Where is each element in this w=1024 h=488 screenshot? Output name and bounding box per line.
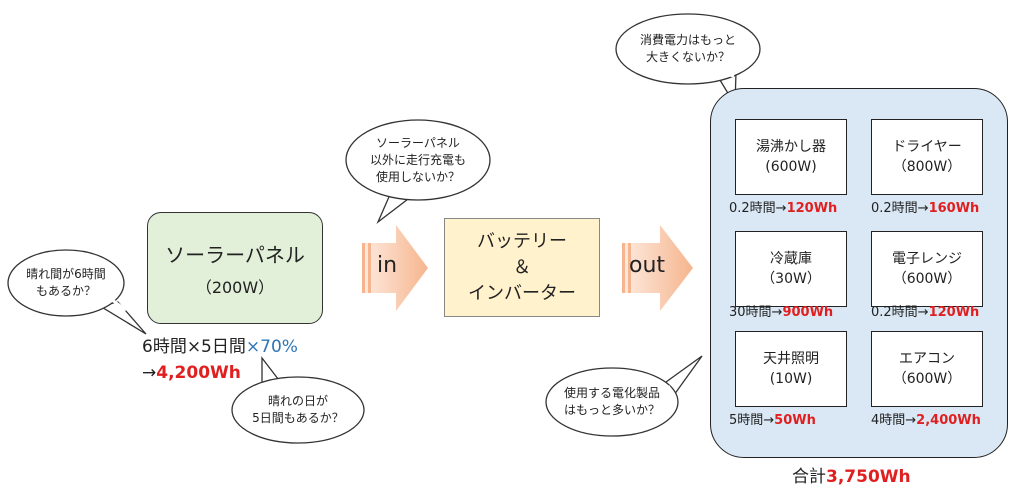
calc-hours-days: 6時間×5日間 — [142, 337, 246, 357]
bubble-charge-text: ソーラーパネル 以外に走行充電も 使用しないか？ — [369, 136, 466, 184]
in-label: in — [377, 253, 398, 278]
appliance-dryer: ドライヤー （800W） — [871, 119, 983, 195]
in-arrow — [362, 225, 428, 311]
appliance-microwave-usage: 0.2時間→120Wh — [871, 305, 980, 320]
appliance-ceiling-light-usage: 5時間→50Wh — [729, 413, 816, 428]
appliance-fridge-usage: 30時間→900Wh — [729, 305, 834, 320]
solar-panel-box: ソーラーパネル （200W） — [147, 212, 323, 324]
total-consumption: 合計3,750Wh — [792, 467, 911, 487]
bubble-appliances-text: 使用する電化製品 はもっと多いか？ — [563, 386, 660, 417]
calc-result: 4,200Wh — [156, 363, 241, 383]
bubble-appliances — [545, 355, 703, 437]
appliance-dryer-usage: 0.2時間→160Wh — [871, 201, 980, 216]
appliance-panel: 湯沸かし器 (600W) 0.2時間→120Wh ドライヤー （800W） 0.… — [710, 88, 1008, 458]
solar-panel-title: ソーラーパネル — [165, 242, 305, 267]
bubble-sunny-hours-text: 晴れ間が6時間 もあるか？ — [26, 267, 106, 298]
out-label: out — [629, 253, 666, 278]
bubble-power-text: 消費電力はもっと 大きくないか？ — [639, 33, 736, 64]
appliance-aircon: エアコン （600W） — [871, 331, 983, 407]
appliance-aircon-usage: 4時間→2,400Wh — [871, 413, 981, 428]
battery-inverter-box: バッテリー ＆ インバーター — [444, 218, 600, 317]
appliance-fridge: 冷蔵庫 （30W） — [735, 231, 847, 307]
solar-panel-spec: （200W） — [195, 277, 275, 297]
bubble-sunny-hours — [7, 249, 147, 335]
bubble-sunny-days-text: 晴れの日が 5日間もあるか？ — [252, 394, 344, 425]
appliance-kettle-usage: 0.2時間→120Wh — [729, 201, 838, 216]
bubble-sunny-days — [231, 356, 365, 444]
appliance-ceiling-light: 天井照明 (10W) — [735, 331, 847, 407]
appliance-kettle: 湯沸かし器 (600W) — [735, 119, 847, 195]
calc-arrow: → — [142, 363, 157, 383]
out-arrow — [622, 225, 693, 311]
calc-rate: ×70% — [245, 337, 298, 357]
generation-calc: 6時間×5日間×70% →4,200Wh — [142, 334, 298, 386]
appliance-microwave: 電子レンジ （600W） — [871, 231, 983, 307]
bubble-charge — [345, 119, 491, 225]
